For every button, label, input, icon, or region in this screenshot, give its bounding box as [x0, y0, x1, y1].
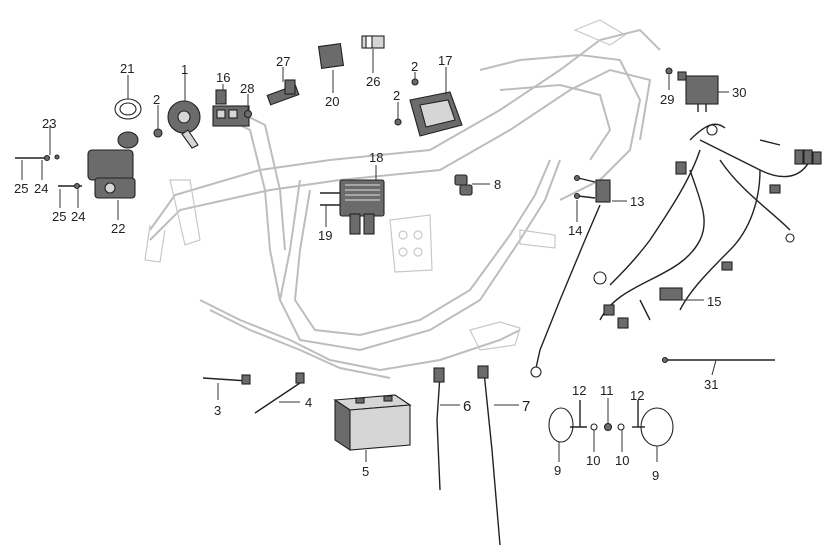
part-cable-rod-eye: [530, 366, 542, 378]
callout-8: 8: [494, 177, 501, 192]
callout-10a: 10: [586, 453, 600, 468]
callout-22: 22: [111, 221, 125, 236]
callout-25b: 25: [52, 209, 66, 224]
part-18-rectifier: [320, 179, 385, 235]
part-7-strap: [483, 371, 501, 546]
callout-25a: 25: [14, 181, 28, 196]
part-6-head: [433, 367, 445, 383]
callout-27: 27: [276, 54, 290, 69]
callout-1: 1: [181, 62, 188, 77]
callout-26: 26: [366, 74, 380, 89]
part-cable-rod: [535, 204, 601, 369]
part-11-nut: [603, 422, 613, 432]
callout-2a: 2: [153, 92, 160, 107]
part-21-ring-inner: [119, 102, 137, 116]
part-17-regulator: [409, 91, 463, 137]
part-8-clamps: [454, 174, 473, 196]
part-13-sensor: [573, 174, 611, 203]
part-bolts-25: [15, 154, 82, 190]
callout-24b: 24: [71, 209, 85, 224]
part-30-relay: [677, 71, 719, 112]
leader-lines: [21, 49, 729, 462]
part-29-bolt: [665, 67, 673, 75]
part-6-strap: [436, 374, 441, 491]
part-20-block: [317, 42, 345, 70]
part-16-connector: [212, 89, 250, 127]
callout-17: 17: [438, 53, 452, 68]
callout-20: 20: [325, 94, 339, 109]
part-22-ignition-switch: [87, 131, 139, 199]
callout-15: 15: [707, 294, 721, 309]
part-27-bracket: [266, 79, 300, 106]
part-15-wiring-harness: [593, 123, 822, 329]
scooter-frame: [144, 19, 661, 379]
part-4-cable-tie: [254, 382, 301, 414]
callout-2b: 2: [411, 59, 418, 74]
callout-14: 14: [568, 223, 582, 238]
callout-23: 23: [42, 116, 56, 131]
part-1-horn: [167, 100, 201, 149]
part-3-cable-tie: [202, 377, 249, 382]
part-3-head: [241, 374, 251, 385]
callout-12a: 12: [572, 383, 586, 398]
callout-30: 30: [732, 85, 746, 100]
part-26-block: [361, 35, 385, 49]
callout-21: 21: [120, 61, 134, 76]
callout-19: 19: [318, 228, 332, 243]
callout-11: 11: [600, 383, 614, 398]
part-2-nut-b: [411, 78, 419, 86]
callout-2c: 2: [393, 88, 400, 103]
part-9-reflector-right: [632, 407, 674, 447]
callout-9a: 9: [554, 463, 561, 478]
callout-13: 13: [630, 194, 644, 209]
part-2-nut-a: [153, 128, 163, 138]
part-31-rod-end: [661, 356, 669, 364]
callout-6: 6: [463, 398, 471, 415]
part-9-reflector-left: [548, 407, 587, 443]
callout-31: 31: [704, 377, 718, 392]
part-10-washer-left: [590, 423, 598, 431]
callout-29: 29: [660, 92, 674, 107]
part-10-washer-right: [617, 423, 625, 431]
part-28-nut: [243, 109, 253, 119]
part-7-head: [477, 365, 489, 379]
callout-28: 28: [240, 81, 254, 96]
callout-3: 3: [214, 403, 221, 418]
callout-4: 4: [305, 395, 312, 410]
part-4-head: [295, 372, 305, 384]
callout-10b: 10: [615, 453, 629, 468]
callout-7: 7: [522, 398, 530, 415]
callout-16: 16: [216, 70, 230, 85]
callout-5: 5: [362, 464, 369, 479]
part-2-nut-c: [394, 118, 402, 126]
callout-9b: 9: [652, 468, 659, 483]
part-5-battery: [333, 394, 412, 452]
callout-18: 18: [369, 150, 383, 165]
callout-numbers: 1 2 2 2 3 4 5 6 7 8 9 9 10 10 11 12 12 1…: [14, 53, 746, 483]
callout-12b: 12: [630, 388, 644, 403]
callout-24a: 24: [34, 181, 48, 196]
